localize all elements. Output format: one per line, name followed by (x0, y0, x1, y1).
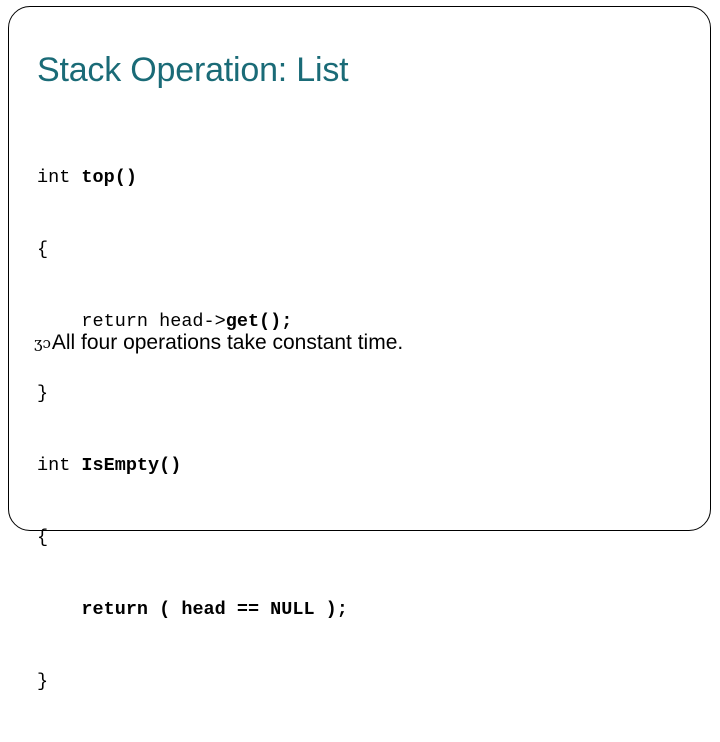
code-line: } (37, 670, 348, 694)
code-line: { (37, 238, 348, 262)
code-token-bold: return ( head == NULL ); (81, 599, 348, 620)
page-title: Stack Operation: List (37, 51, 349, 89)
code-token-plain (37, 599, 81, 620)
code-line: { (37, 526, 348, 550)
code-line: return head->get(); (37, 310, 348, 334)
code-line: return ( head == NULL ); (37, 598, 348, 622)
code-token-bold: IsEmpty() (81, 455, 182, 476)
code-token-plain: } (37, 671, 49, 692)
code-line: int top() (37, 166, 348, 190)
code-token-bold: get(); (225, 311, 293, 332)
list-item: ʒɔ All four operations take constant tim… (34, 328, 674, 359)
code-token-bold: top() (81, 167, 137, 188)
list-item-label: All four operations take constant time. (51, 331, 404, 354)
bullet-list: ʒɔ All four operations take constant tim… (34, 328, 674, 359)
code-token-plain: int (37, 167, 82, 188)
code-token-plain: return head-> (37, 311, 226, 332)
code-line: int IsEmpty() (37, 454, 348, 478)
code-token-plain: } (37, 383, 49, 404)
code-block: int top() { return head->get(); } int Is… (37, 118, 348, 742)
code-token-plain: int (37, 455, 82, 476)
code-token-plain: { (37, 239, 49, 260)
slide-canvas: Stack Operation: List int top() { return… (8, 6, 711, 692)
code-line: } (37, 382, 348, 406)
code-token-plain: { (37, 527, 49, 548)
decorative-curl-bullet-icon: ʒɔ (34, 334, 51, 352)
